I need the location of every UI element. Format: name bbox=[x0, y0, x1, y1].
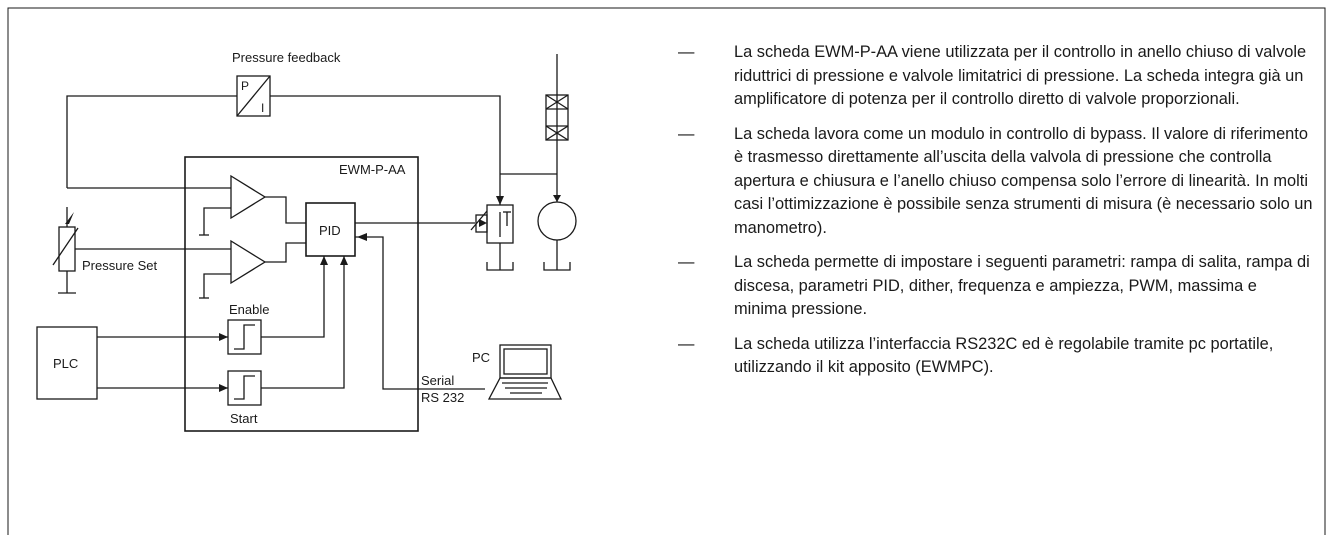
dash-bullet: — bbox=[678, 334, 695, 353]
pressure-set-label: Pressure Set bbox=[82, 258, 158, 273]
dash-bullet: — bbox=[678, 253, 695, 271]
pc-label: PC bbox=[472, 350, 490, 365]
description-text: La scheda lavora come un modulo in contr… bbox=[734, 124, 1313, 237]
description-item: — La scheda permette di impostare i segu… bbox=[678, 251, 1313, 322]
serial-label: Serial bbox=[421, 373, 454, 388]
dash-bullet: — bbox=[678, 124, 695, 143]
description-text: La scheda EWM-P-AA viene utilizzata per … bbox=[734, 43, 1307, 108]
description-list: — La scheda EWM-P-AA viene utilizzata pe… bbox=[678, 41, 1313, 391]
pressure-feedback-label: Pressure feedback bbox=[232, 50, 341, 65]
dash-bullet: — bbox=[678, 43, 695, 61]
transducer-i-label: I bbox=[261, 101, 264, 115]
pid-label: PID bbox=[319, 223, 341, 238]
plc-label: PLC bbox=[53, 356, 78, 371]
enable-label: Enable bbox=[229, 302, 269, 317]
description-item: — La scheda lavora come un modulo in con… bbox=[678, 123, 1313, 241]
description-text: La scheda permette di impostare i seguen… bbox=[734, 253, 1310, 318]
description-text: La scheda utilizza l’interfaccia RS232C … bbox=[734, 334, 1274, 377]
start-label: Start bbox=[230, 411, 258, 426]
description-item: — La scheda utilizza l’interfaccia RS232… bbox=[678, 333, 1313, 380]
description-item: — La scheda EWM-P-AA viene utilizzata pe… bbox=[678, 41, 1313, 112]
card-label: EWM-P-AA bbox=[339, 162, 406, 177]
block-diagram: Pressure feedback P I EWM-P-AA PID Press… bbox=[36, 50, 577, 432]
rs232-label: RS 232 bbox=[421, 390, 464, 405]
transducer-p-label: P bbox=[241, 79, 249, 93]
